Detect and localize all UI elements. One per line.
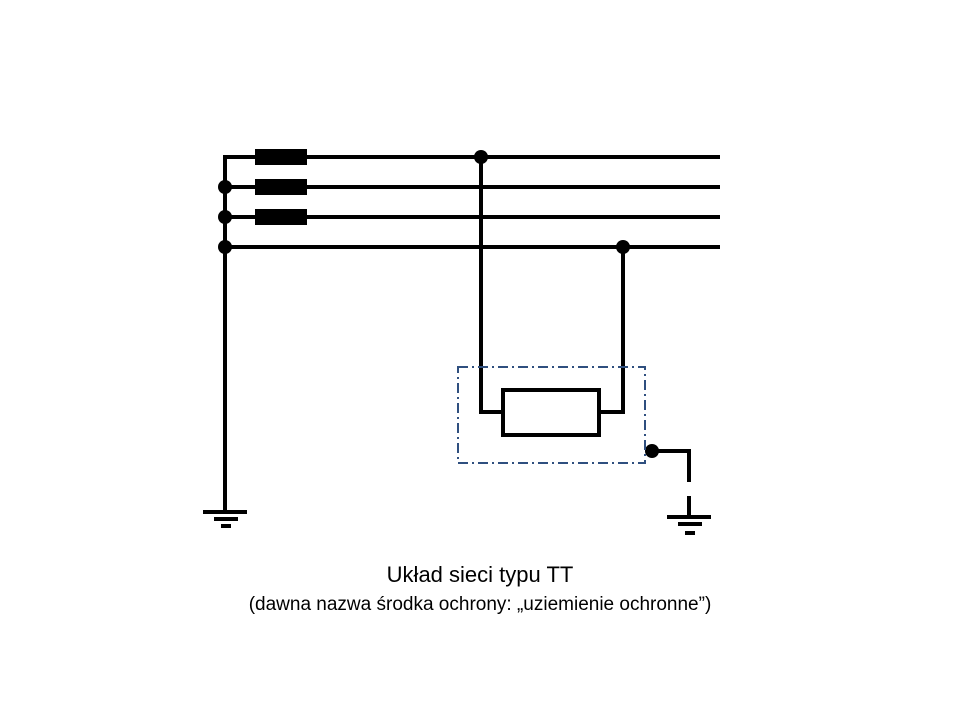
enclosure-earth-lead xyxy=(652,449,691,482)
junction-dot-enclosure xyxy=(645,444,659,458)
junction-dot-load-neutral xyxy=(616,240,630,254)
caption-subtitle: (dawna nazwa środka ochrony: „uziemienie… xyxy=(248,594,712,615)
device-enclosure xyxy=(457,366,646,464)
fuse-l2 xyxy=(255,179,307,195)
junction-dot-l3 xyxy=(218,210,232,224)
junction-dot-load-phase xyxy=(474,150,488,164)
junction-dot-l2 xyxy=(218,180,232,194)
load-lead-phase xyxy=(479,157,503,414)
caption-title: Układ sieci typu TT xyxy=(386,562,574,587)
fuse-l1 xyxy=(255,149,307,165)
fuse-l3 xyxy=(255,209,307,225)
source-earth-icon xyxy=(203,510,247,528)
junction-dot-n xyxy=(218,240,232,254)
local-earth-icon xyxy=(667,515,711,535)
load-resistor xyxy=(501,388,601,437)
load-lead-neutral xyxy=(599,247,625,414)
